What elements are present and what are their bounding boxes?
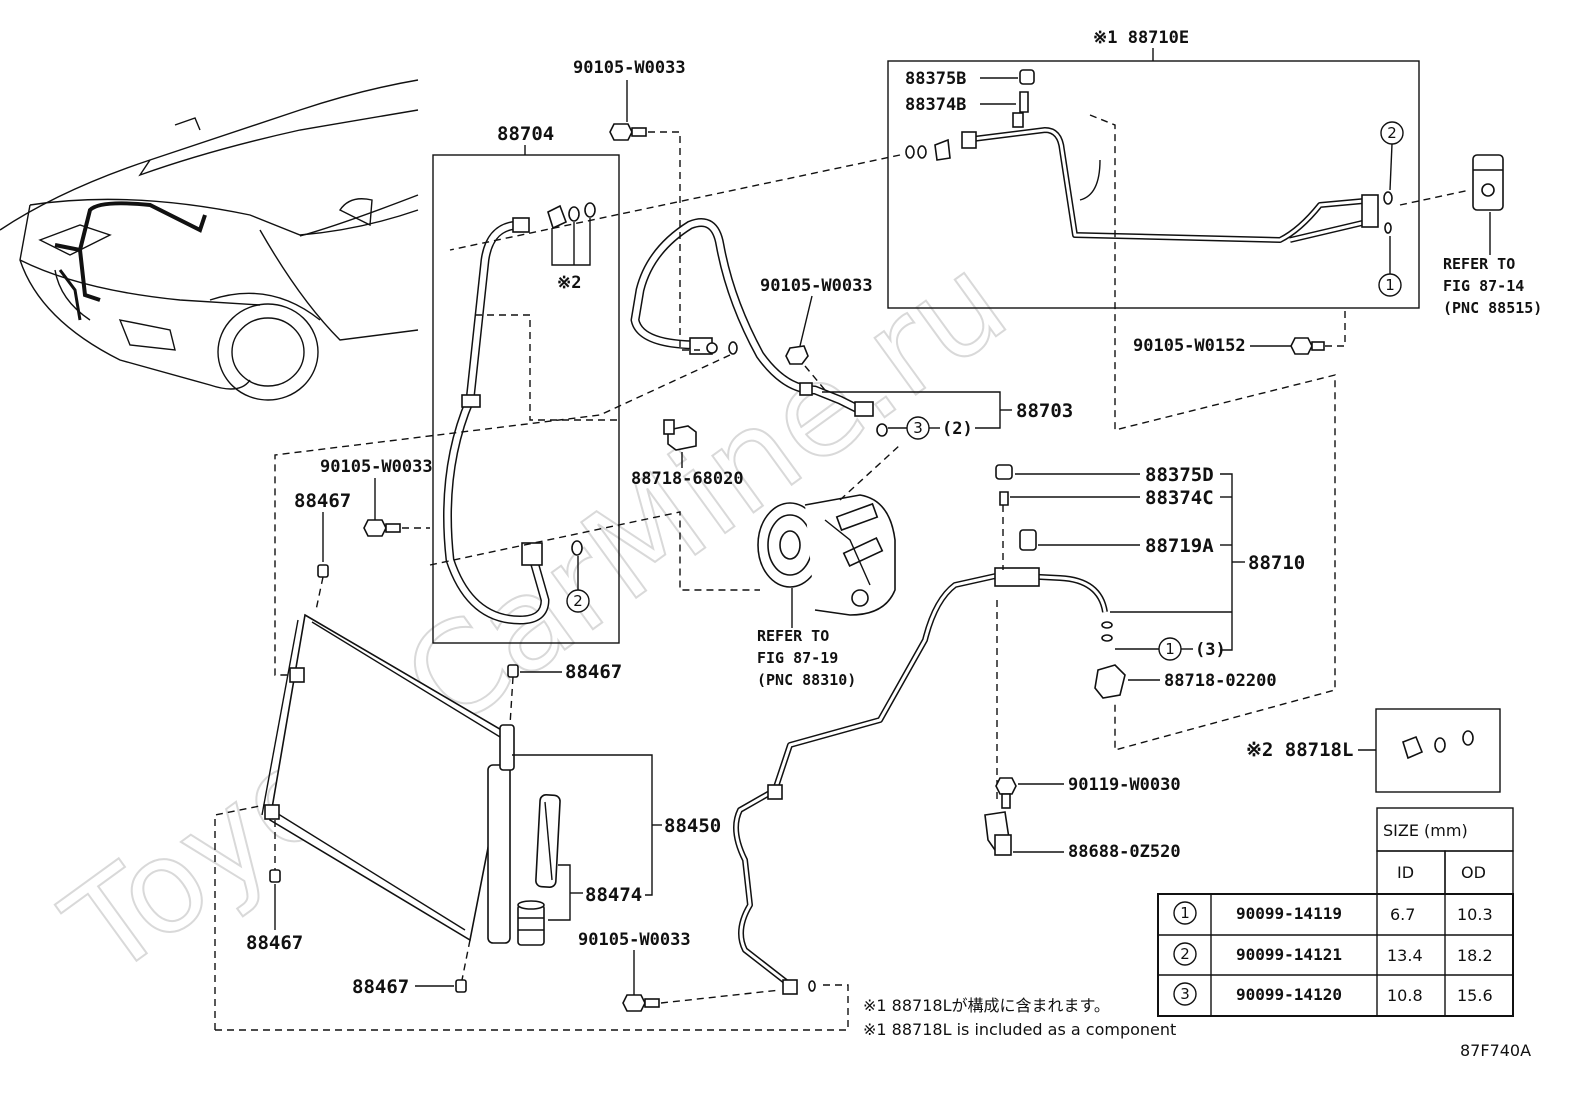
label-88710[interactable]: 88710 bbox=[1248, 552, 1305, 574]
compressor-88310: REFER TO FIG 87-19 (PNC 88310) bbox=[274, 354, 901, 689]
table-row: 1 90099-14119 6.7 10.3 bbox=[1173, 901, 1493, 925]
table-row3-part[interactable]: 90099-14120 bbox=[1236, 985, 1342, 1004]
group-88703: 88703 3 (2) bbox=[630, 218, 1073, 440]
table-row: 2 90099-14121 13.4 18.2 bbox=[1173, 942, 1493, 966]
label-88375B[interactable]: 88375B bbox=[905, 69, 966, 89]
label-88374C[interactable]: 88374C bbox=[1145, 487, 1214, 509]
ref-comp-line3: (PNC 88310) bbox=[757, 671, 856, 689]
group-88710E: ※1 88710E 88375B 88374B 2 1 bbox=[449, 28, 1420, 751]
bolt-left: 90105-W0033 bbox=[320, 457, 433, 537]
group-88718L: ※2 88718L bbox=[1246, 708, 1501, 793]
label-88710E[interactable]: ※1 88710E bbox=[1093, 28, 1189, 48]
label-bolt-bottom[interactable]: 90105-W0033 bbox=[578, 930, 691, 950]
table-row1-num: 1 bbox=[1180, 904, 1190, 922]
table-row3-num: 3 bbox=[1180, 985, 1190, 1003]
label-88450[interactable]: 88450 bbox=[664, 815, 721, 837]
ref-valve-line3: (PNC 88515) bbox=[1443, 299, 1542, 317]
bolt-bottom: 90105-W0033 bbox=[578, 930, 781, 1012]
table-col-od: OD bbox=[1461, 863, 1486, 882]
table-row2-od: 18.2 bbox=[1457, 946, 1493, 965]
table-row1-part[interactable]: 90099-14119 bbox=[1236, 904, 1342, 923]
label-bolt-w0030[interactable]: 90119-W0030 bbox=[1068, 775, 1181, 795]
ref-valve-line1: REFER TO bbox=[1443, 255, 1515, 273]
label-bolt-top[interactable]: 90105-W0033 bbox=[573, 58, 686, 78]
table-row1-id: 6.7 bbox=[1390, 905, 1415, 924]
label-paren-2: (2) bbox=[942, 419, 973, 439]
label-88688[interactable]: 88688-0Z520 bbox=[1068, 842, 1181, 862]
label-88467-top[interactable]: 88467 bbox=[294, 490, 351, 512]
label-bolt-left[interactable]: 90105-W0033 bbox=[320, 457, 433, 477]
desiccant-88474: 88474 bbox=[517, 794, 642, 946]
note-english: ※1 88718L is included as a component bbox=[863, 1020, 1176, 1039]
label-88704[interactable]: 88704 bbox=[497, 123, 554, 145]
callout-2-lower-text: 2 bbox=[573, 592, 583, 610]
expansion-valve-88515: REFER TO FIG 87-14 (PNC 88515) bbox=[1399, 154, 1542, 317]
label-88374B[interactable]: 88374B bbox=[905, 95, 966, 115]
label-88718-68020[interactable]: 88718-68020 bbox=[631, 469, 744, 489]
label-88719A[interactable]: 88719A bbox=[1145, 535, 1214, 557]
label-bolt-w0152[interactable]: 90105-W0152 bbox=[1133, 336, 1246, 356]
table-row: 3 90099-14120 10.8 15.6 bbox=[1173, 982, 1493, 1006]
ref-valve-line2: FIG 87-14 bbox=[1443, 277, 1524, 295]
callout-1-upper-text: 1 bbox=[1385, 276, 1395, 294]
bolt-top: 90105-W0033 bbox=[573, 58, 700, 351]
table-row3-od: 15.6 bbox=[1457, 986, 1493, 1005]
callout-2-upper-text: 2 bbox=[1387, 124, 1397, 142]
label-88718-02200[interactable]: 88718-02200 bbox=[1164, 671, 1277, 691]
ref-comp-line2: FIG 87-19 bbox=[757, 649, 838, 667]
table-row3-id: 10.8 bbox=[1387, 986, 1423, 1005]
label-88703[interactable]: 88703 bbox=[1016, 400, 1073, 422]
group-88710: 88375D 88374C 88719A 88710 1 (3) 88718-0… bbox=[733, 464, 1305, 995]
label-88718L[interactable]: ※2 88718L bbox=[1246, 739, 1353, 761]
clip-88718-68020: 88718-68020 bbox=[631, 419, 744, 489]
table-row2-id: 13.4 bbox=[1387, 946, 1423, 965]
label-88467-bottom[interactable]: 88467 bbox=[352, 976, 409, 998]
table-row2-num: 2 bbox=[1180, 945, 1190, 963]
condenser-88450: 88467 88467 88467 88467 88450 bbox=[214, 490, 849, 1031]
group-88704: 88704 ※2 2 bbox=[432, 123, 620, 644]
label-bolt-mid[interactable]: 90105-W0033 bbox=[760, 276, 873, 296]
table-col-id: ID bbox=[1397, 863, 1414, 882]
label-88375D[interactable]: 88375D bbox=[1145, 464, 1214, 486]
label-88467-right[interactable]: 88467 bbox=[565, 661, 622, 683]
bolt-mid: 90105-W0033 bbox=[760, 276, 873, 391]
bolt-w0152: 90105-W0152 bbox=[1133, 310, 1346, 356]
bracket-88688: 90119-W0030 88688-0Z520 bbox=[984, 775, 1181, 862]
table-row1-od: 10.3 bbox=[1457, 905, 1493, 924]
label-note-2: ※2 bbox=[557, 273, 581, 293]
ref-comp-line1: REFER TO bbox=[757, 627, 829, 645]
note-japanese: ※1 88718Lが構成に含まれます。 bbox=[863, 996, 1110, 1015]
table-header-size: SIZE (mm) bbox=[1383, 821, 1468, 840]
callout-1-lower-text: 1 bbox=[1165, 640, 1175, 658]
table-row2-part[interactable]: 90099-14121 bbox=[1236, 945, 1342, 964]
callout-3-text: 3 bbox=[913, 419, 923, 437]
figure-code: 87F740A bbox=[1460, 1041, 1531, 1060]
label-paren-3: (3) bbox=[1195, 640, 1226, 660]
label-88474[interactable]: 88474 bbox=[585, 884, 642, 906]
label-88467-bottom-left[interactable]: 88467 bbox=[246, 932, 303, 954]
box-88704 bbox=[432, 154, 620, 644]
size-table: SIZE (mm) ID OD 1 90099-14119 6.7 10.3 2… bbox=[1157, 807, 1514, 1017]
vehicle-sketch bbox=[0, 79, 419, 401]
